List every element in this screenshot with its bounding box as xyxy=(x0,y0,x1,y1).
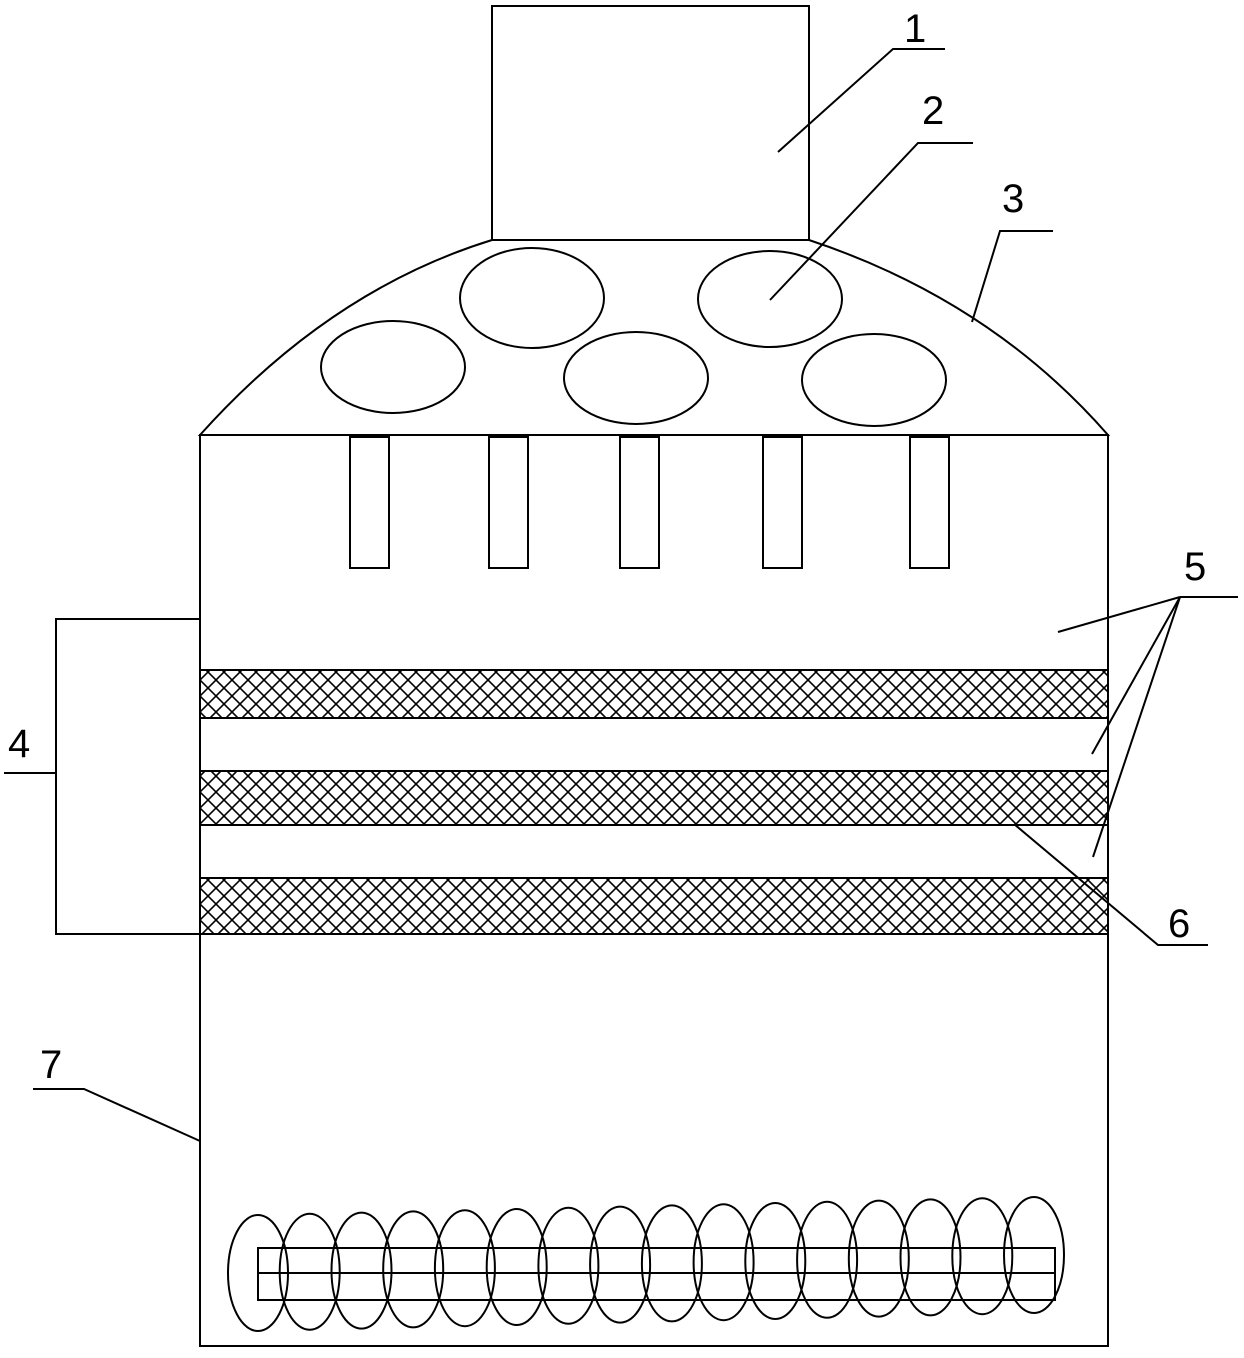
label-6: 6 xyxy=(1168,902,1190,946)
coil-loop xyxy=(589,1205,652,1324)
label-1: 1 xyxy=(904,7,926,51)
hanging-pipe xyxy=(349,436,390,569)
leader-2 xyxy=(769,142,973,301)
hood-hole xyxy=(459,247,605,349)
label-2: 2 xyxy=(922,89,944,133)
hood-hole xyxy=(320,320,466,414)
coil-loop xyxy=(1003,1196,1065,1314)
coil-loop xyxy=(847,1199,910,1318)
filter-layer xyxy=(199,770,1109,826)
coil-loop xyxy=(278,1212,341,1331)
dome-hood xyxy=(197,239,1111,436)
filter-layer xyxy=(199,877,1109,935)
hanging-pipe xyxy=(619,436,660,569)
label-3: 3 xyxy=(1002,177,1024,221)
hanging-pipe xyxy=(909,436,950,569)
coil-loop xyxy=(433,1209,496,1328)
leader-6 xyxy=(1013,823,1208,946)
label-7: 7 xyxy=(40,1043,62,1087)
coil-loop xyxy=(227,1214,289,1332)
hood-hole xyxy=(563,331,709,425)
coil-loop xyxy=(640,1204,703,1323)
label-5: 5 xyxy=(1184,545,1206,589)
coil-loop xyxy=(796,1200,859,1319)
heater-coil xyxy=(227,1196,1065,1332)
bracket-4 xyxy=(55,618,200,935)
hood-hole xyxy=(801,333,947,427)
leader-3 xyxy=(971,230,1053,323)
hood-hole xyxy=(697,250,843,348)
leader-5 xyxy=(1091,596,1181,755)
hanging-pipe xyxy=(488,436,529,569)
leader-5 xyxy=(1057,596,1181,633)
coil-loop xyxy=(330,1211,393,1330)
leader-7 xyxy=(33,1088,201,1142)
label-4: 4 xyxy=(8,722,30,766)
coil-loop xyxy=(382,1210,445,1329)
coil-loop xyxy=(744,1202,807,1320)
coil-loop xyxy=(899,1198,962,1317)
coil-loop xyxy=(692,1203,755,1322)
leader-5 xyxy=(1092,596,1181,858)
filter-layer xyxy=(199,669,1109,719)
coil-loop xyxy=(951,1197,1014,1316)
coil-loop xyxy=(485,1208,548,1326)
coil-loop xyxy=(537,1206,600,1325)
hanging-pipe xyxy=(762,436,803,569)
inlet-pipe xyxy=(491,5,810,241)
leader-1 xyxy=(777,48,945,153)
